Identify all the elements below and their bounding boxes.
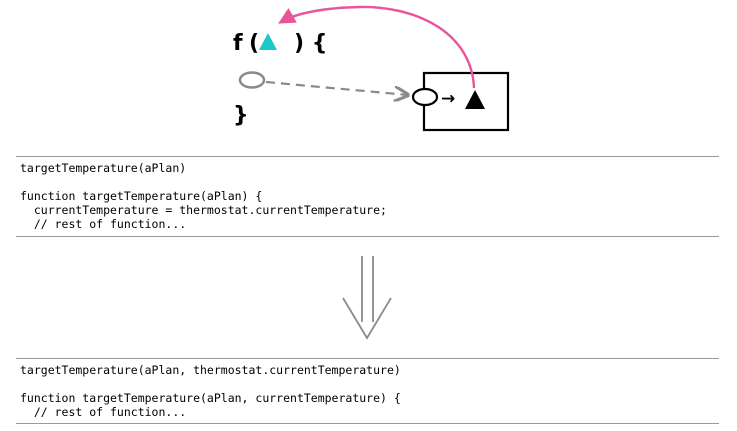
code-line: targetTemperature(aPlan, thermostat.curr… (20, 363, 401, 377)
code-line: // rest of function... (20, 405, 187, 419)
code-before-box: targetTemperature(aPlan) function target… (16, 156, 719, 237)
box-input-oval-icon (411, 87, 439, 107)
dashed-arrow (265, 80, 408, 95)
close-brace: } (233, 103, 249, 128)
code-line: function targetTemperature(aPlan, curren… (20, 391, 401, 405)
double-down-arrow-icon (342, 256, 392, 340)
code-after-box: targetTemperature(aPlan, thermostat.curr… (16, 358, 719, 424)
function-name: f (233, 31, 243, 56)
code-line: targetTemperature(aPlan) (20, 161, 187, 175)
code-line: function targetTemperature(aPlan) { (20, 189, 263, 203)
code-before-text: targetTemperature(aPlan) function target… (20, 161, 719, 231)
open-paren: ( (249, 31, 259, 56)
query-triangle-icon (465, 90, 485, 109)
code-line: currentTemperature = thermostat.currentT… (20, 203, 387, 217)
parameter-triangle-icon (259, 33, 277, 50)
close-paren-brace: ) { (294, 31, 327, 56)
box-arrow-icon: → (441, 89, 455, 109)
code-after-text: targetTemperature(aPlan, thermostat.curr… (20, 363, 719, 419)
curved-arrow (278, 5, 476, 89)
function-box (422, 71, 510, 132)
input-oval-icon (238, 71, 266, 89)
code-line: // rest of function... (20, 217, 187, 231)
